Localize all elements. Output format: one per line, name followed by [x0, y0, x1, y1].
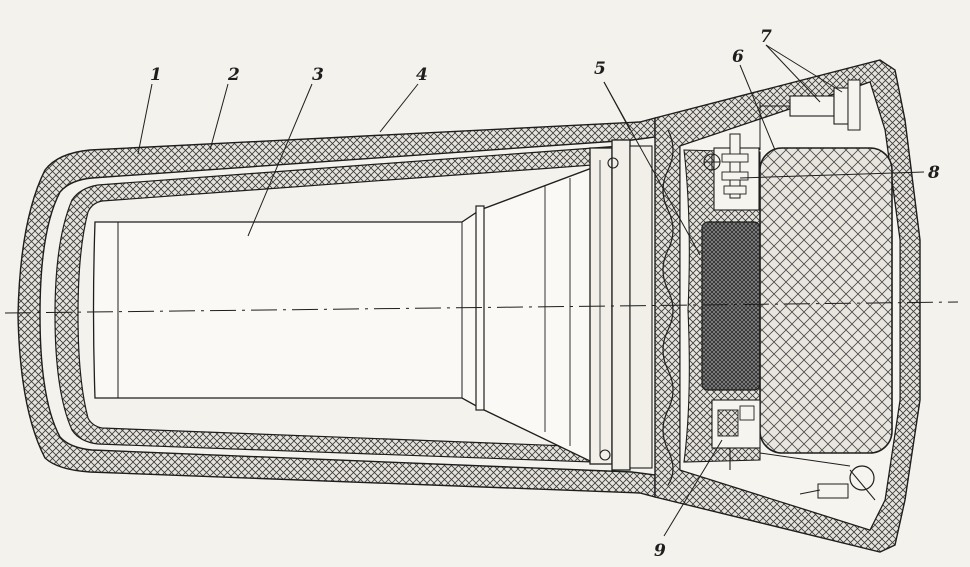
small-charge-block [683, 149, 761, 463]
callout-9: 9 [654, 541, 666, 561]
section-break-line [662, 129, 674, 486]
callout-1: 1 [150, 65, 162, 85]
release-mechanism [759, 452, 876, 501]
upper-bracket-fitting [703, 133, 760, 211]
callout-8: 8 [927, 163, 940, 183]
large-pack [759, 147, 893, 454]
mounting-flange [589, 139, 653, 471]
leader-lines [137, 44, 925, 537]
callout-5: 5 [594, 59, 606, 79]
callout-7: 7 [760, 27, 772, 47]
nozzle-body [92, 167, 593, 464]
callout-2: 2 [227, 65, 240, 85]
callout-4: 4 [416, 65, 428, 85]
callout-3: 3 [312, 65, 324, 85]
top-valve-assembly [759, 79, 871, 150]
lower-clamp [711, 399, 761, 470]
callout-6: 6 [732, 47, 744, 67]
centre-axis-line [4, 301, 959, 314]
